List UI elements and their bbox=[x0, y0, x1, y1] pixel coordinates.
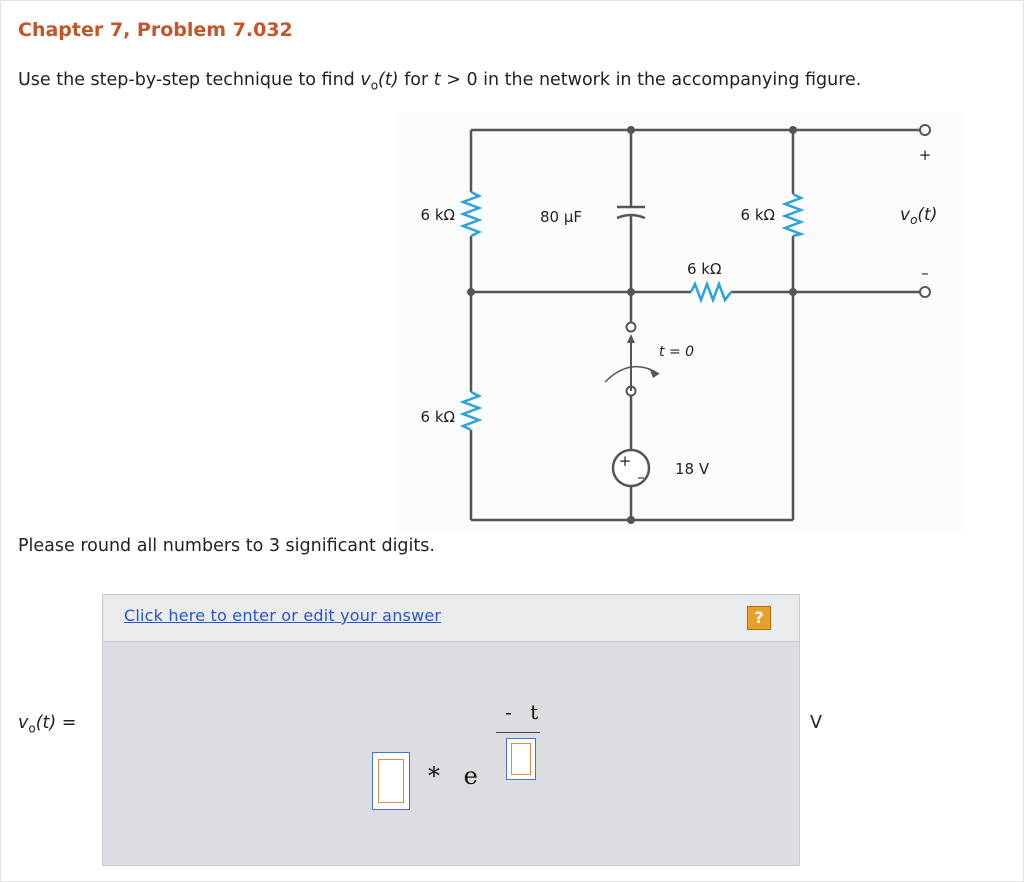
label-capacitor: 80 µF bbox=[540, 208, 582, 226]
unit-label: V bbox=[810, 713, 822, 733]
label-r-left-bottom: 6 kΩ bbox=[421, 408, 455, 426]
switch-arc bbox=[604, 365, 660, 383]
v-subscript: o bbox=[370, 78, 379, 93]
node-bottom-center bbox=[627, 516, 635, 524]
node-top-center bbox=[627, 126, 635, 134]
coefficient-input[interactable] bbox=[372, 752, 410, 810]
capacitor-plate-bottom bbox=[616, 213, 646, 220]
statement-mid: for bbox=[398, 70, 434, 90]
resistor-left-bottom bbox=[459, 390, 483, 432]
node-top-right bbox=[789, 126, 797, 134]
rounding-instructions: Please round all numbers to 3 significan… bbox=[18, 536, 435, 556]
label-r-left-top: 6 kΩ bbox=[421, 206, 455, 224]
source-plus-sign: + bbox=[619, 452, 632, 470]
time-constant-input-cursor-box bbox=[511, 743, 531, 775]
v-argument: (t) bbox=[378, 70, 399, 90]
label-source: 18 V bbox=[675, 460, 710, 478]
answer-v-arg: (t) bbox=[35, 713, 57, 733]
switch-blade-tip bbox=[627, 334, 635, 343]
answer-v-sub: o bbox=[28, 721, 36, 736]
edit-answer-link[interactable]: Click here to enter or edit your answer bbox=[124, 606, 442, 625]
resistor-right-top bbox=[781, 192, 806, 238]
time-constant-input[interactable] bbox=[506, 738, 536, 780]
source-minus-sign: – bbox=[637, 468, 645, 486]
resistor-left-top bbox=[459, 190, 483, 238]
circuit-diagram: 6 kΩ 80 µF 6 kΩ 6 kΩ 6 kΩ t = 0 18 V + –… bbox=[395, 112, 965, 532]
node-mid-right bbox=[789, 288, 797, 296]
diagram-background bbox=[395, 112, 965, 532]
problem-statement: Use the step-by-step technique to find v… bbox=[18, 70, 861, 93]
help-button[interactable]: ? bbox=[747, 606, 771, 630]
switch-contact-top bbox=[625, 321, 637, 333]
voltage-source bbox=[611, 448, 651, 488]
answer-variable-label: vo(t) = bbox=[18, 713, 76, 736]
times-e-symbol: * e bbox=[428, 762, 486, 790]
resistor-middle bbox=[689, 280, 732, 304]
circuit-wires bbox=[469, 128, 921, 522]
label-switch-time: t = 0 bbox=[659, 344, 694, 360]
statement-pre: Use the step-by-step technique to find bbox=[18, 70, 361, 90]
exponent-numerator: - t bbox=[505, 700, 545, 724]
node-mid-center bbox=[627, 288, 635, 296]
t-symbol: t bbox=[433, 70, 441, 90]
exponent-fraction-bar bbox=[496, 732, 540, 733]
output-plus-sign: + bbox=[919, 146, 932, 164]
switch-arc-arrow bbox=[650, 370, 659, 378]
output-minus-sign: – bbox=[921, 264, 929, 282]
label-r-middle: 6 kΩ bbox=[687, 260, 721, 278]
output-terminal-bottom bbox=[919, 286, 931, 298]
output-label-v: v bbox=[900, 205, 911, 225]
answer-panel: Click here to enter or edit your answer … bbox=[102, 594, 800, 866]
answer-v-symbol: v bbox=[18, 713, 29, 733]
label-r-right-top: 6 kΩ bbox=[741, 206, 775, 224]
output-terminal-top bbox=[919, 124, 931, 136]
statement-post: > 0 in the network in the accompanying f… bbox=[440, 70, 862, 90]
coefficient-input-cursor-box bbox=[378, 759, 404, 803]
output-label-sub: o bbox=[910, 213, 917, 227]
output-label-arg: (t) bbox=[917, 205, 937, 225]
v-symbol: v bbox=[360, 70, 371, 90]
output-label: vo(t) bbox=[900, 205, 937, 227]
problem-title: Chapter 7, Problem 7.032 bbox=[18, 19, 293, 41]
answer-equals: = bbox=[56, 713, 77, 733]
answer-panel-header: Click here to enter or edit your answer … bbox=[103, 595, 799, 642]
junction-nodes bbox=[467, 126, 797, 524]
node-mid-left bbox=[467, 288, 475, 296]
